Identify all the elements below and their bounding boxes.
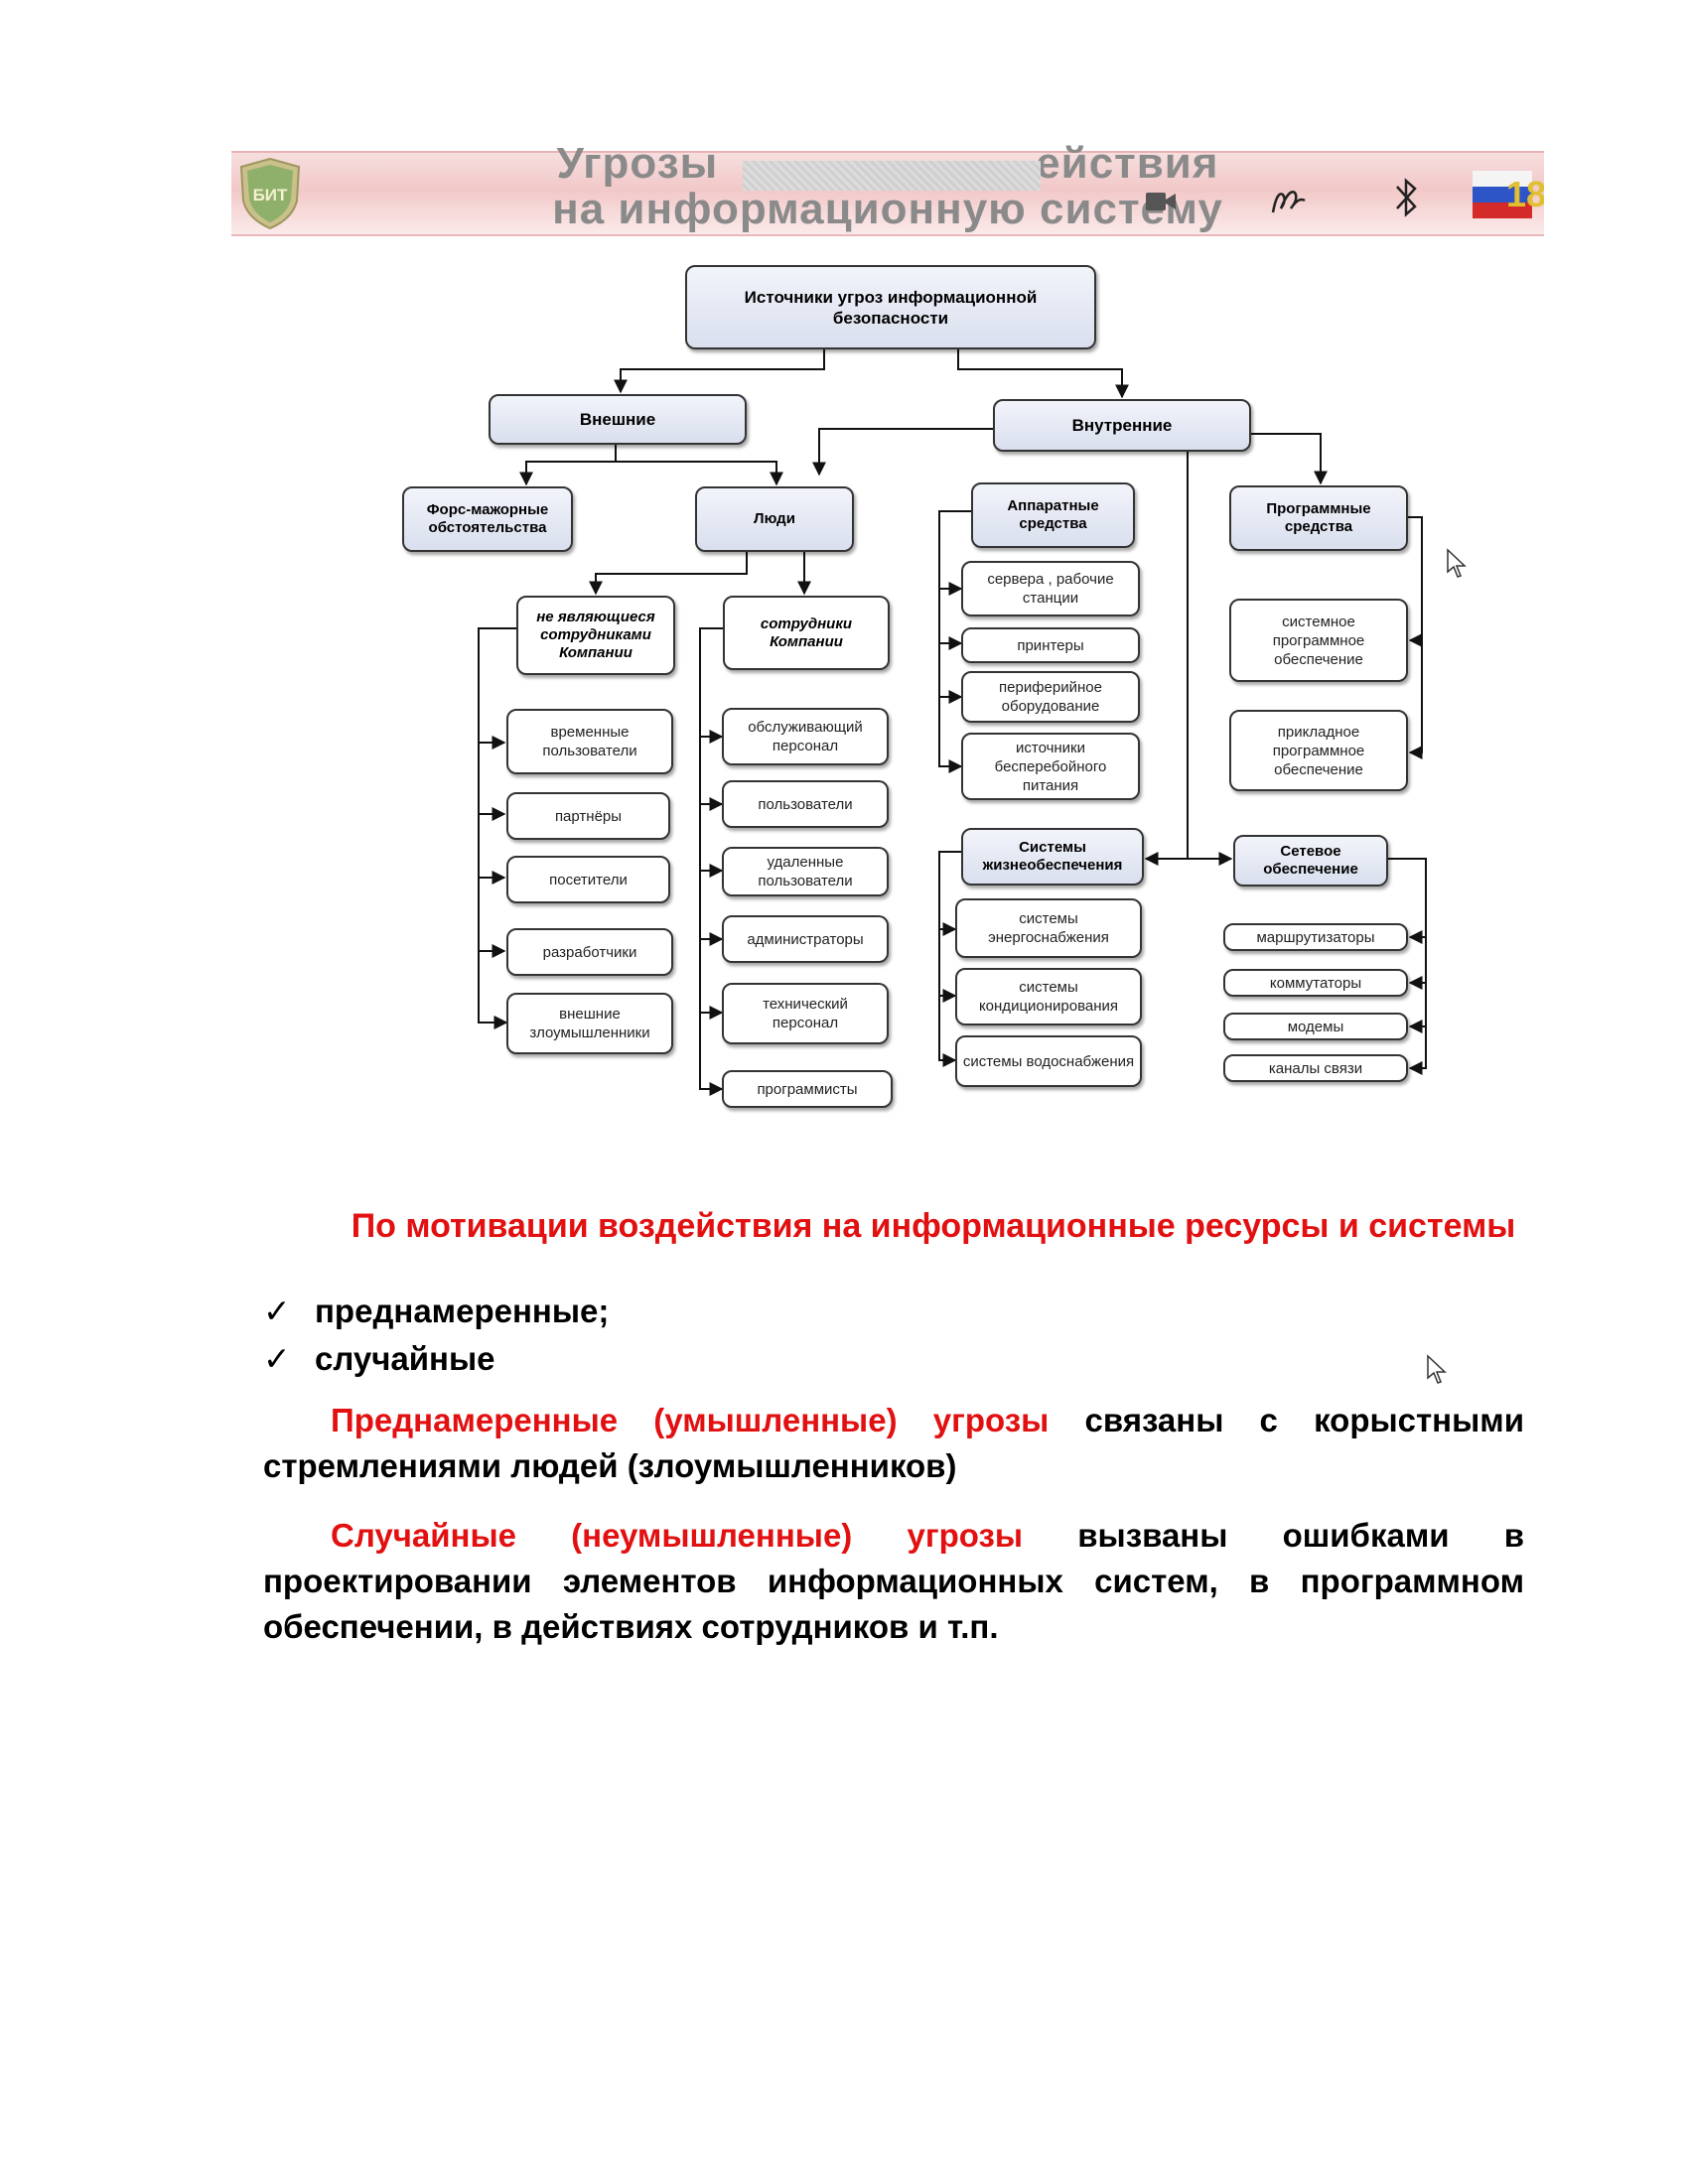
employee-item: обслуживающий персонал [722,708,889,765]
diagram-connectors [478,349,1427,1096]
node-root: Источники угроз информационной безопасно… [685,265,1096,349]
svg-text:БИТ: БИТ [253,186,288,205]
section-title: По мотивации воздействия на информационн… [351,1207,1516,1245]
bluetooth-icon[interactable] [1391,175,1421,220]
software-item: системное программное обеспечение [1229,599,1408,682]
node-people: Люди [695,486,854,552]
network-item: каналы связи [1223,1054,1408,1082]
hardware-item: периферийное оборудование [961,671,1140,723]
node-employees: сотрудники Компании [723,596,890,670]
pen-icon[interactable] [1269,179,1309,218]
life-support-item: системы кондиционирования [955,968,1142,1025]
non-employee-item: партнёры [506,792,670,840]
employee-item: администраторы [722,915,889,963]
video-camera-icon[interactable] [1145,189,1177,214]
employee-item: удаленные пользователи [722,847,889,896]
shield-logo-icon: БИТ [239,157,301,230]
life-support-item: системы водоснабжения [955,1035,1142,1087]
network-item: модемы [1223,1013,1408,1040]
employee-item: пользователи [722,780,889,828]
node-force-majeure: Форс-мажорные обстоятельства [402,486,573,552]
svg-text:18: 18 [1506,174,1544,214]
non-employee-item: посетители [506,856,670,903]
mouse-cursor-icon [1447,548,1467,578]
node-non-employees: не являющиеся сотрудниками Компании [516,596,675,675]
non-employee-item: временные пользователи [506,709,673,774]
check-icon: ✓ [263,1293,291,1329]
paragraph-intentional: Преднамеренные (умышленные) угрозы связа… [263,1402,1524,1484]
paragraph-accidental: Случайные (неумышленные) угрозы вызваны … [263,1517,1524,1645]
banner-title-line2: на информационную систему [552,185,1223,233]
hardware-item: источники бесперебойного питания [961,733,1140,800]
list-item: ✓случайные [263,1335,609,1383]
list-item: ✓преднамеренные; [263,1288,609,1335]
life-support-item: системы энергоснабжения [955,898,1142,958]
hardware-item: сервера , рабочие станции [961,561,1140,616]
node-hardware: Аппаратные средства [971,482,1135,548]
node-internal: Внутренние [993,399,1251,452]
software-item: прикладное программное обеспечение [1229,710,1408,791]
employee-item: технический персонал [722,983,889,1044]
node-network: Сетевое обеспечение [1233,835,1388,887]
node-software: Программные средства [1229,485,1408,551]
non-employee-item: внешние злоумышленники [506,993,673,1054]
node-life-support: Системы жизнеобеспечения [961,828,1144,886]
node-external: Внешние [489,394,747,445]
motivation-list: ✓преднамеренные; ✓случайные [263,1288,609,1383]
non-employee-item: разработчики [506,928,673,976]
flag-icon: 18 [1473,171,1544,218]
redacted-region [743,161,1041,191]
mouse-cursor-icon [1427,1354,1447,1384]
network-item: маршрутизаторы [1223,923,1408,951]
hardware-item: принтеры [961,627,1140,663]
check-icon: ✓ [263,1340,291,1377]
employee-item: программисты [722,1070,893,1108]
network-item: коммутаторы [1223,969,1408,997]
